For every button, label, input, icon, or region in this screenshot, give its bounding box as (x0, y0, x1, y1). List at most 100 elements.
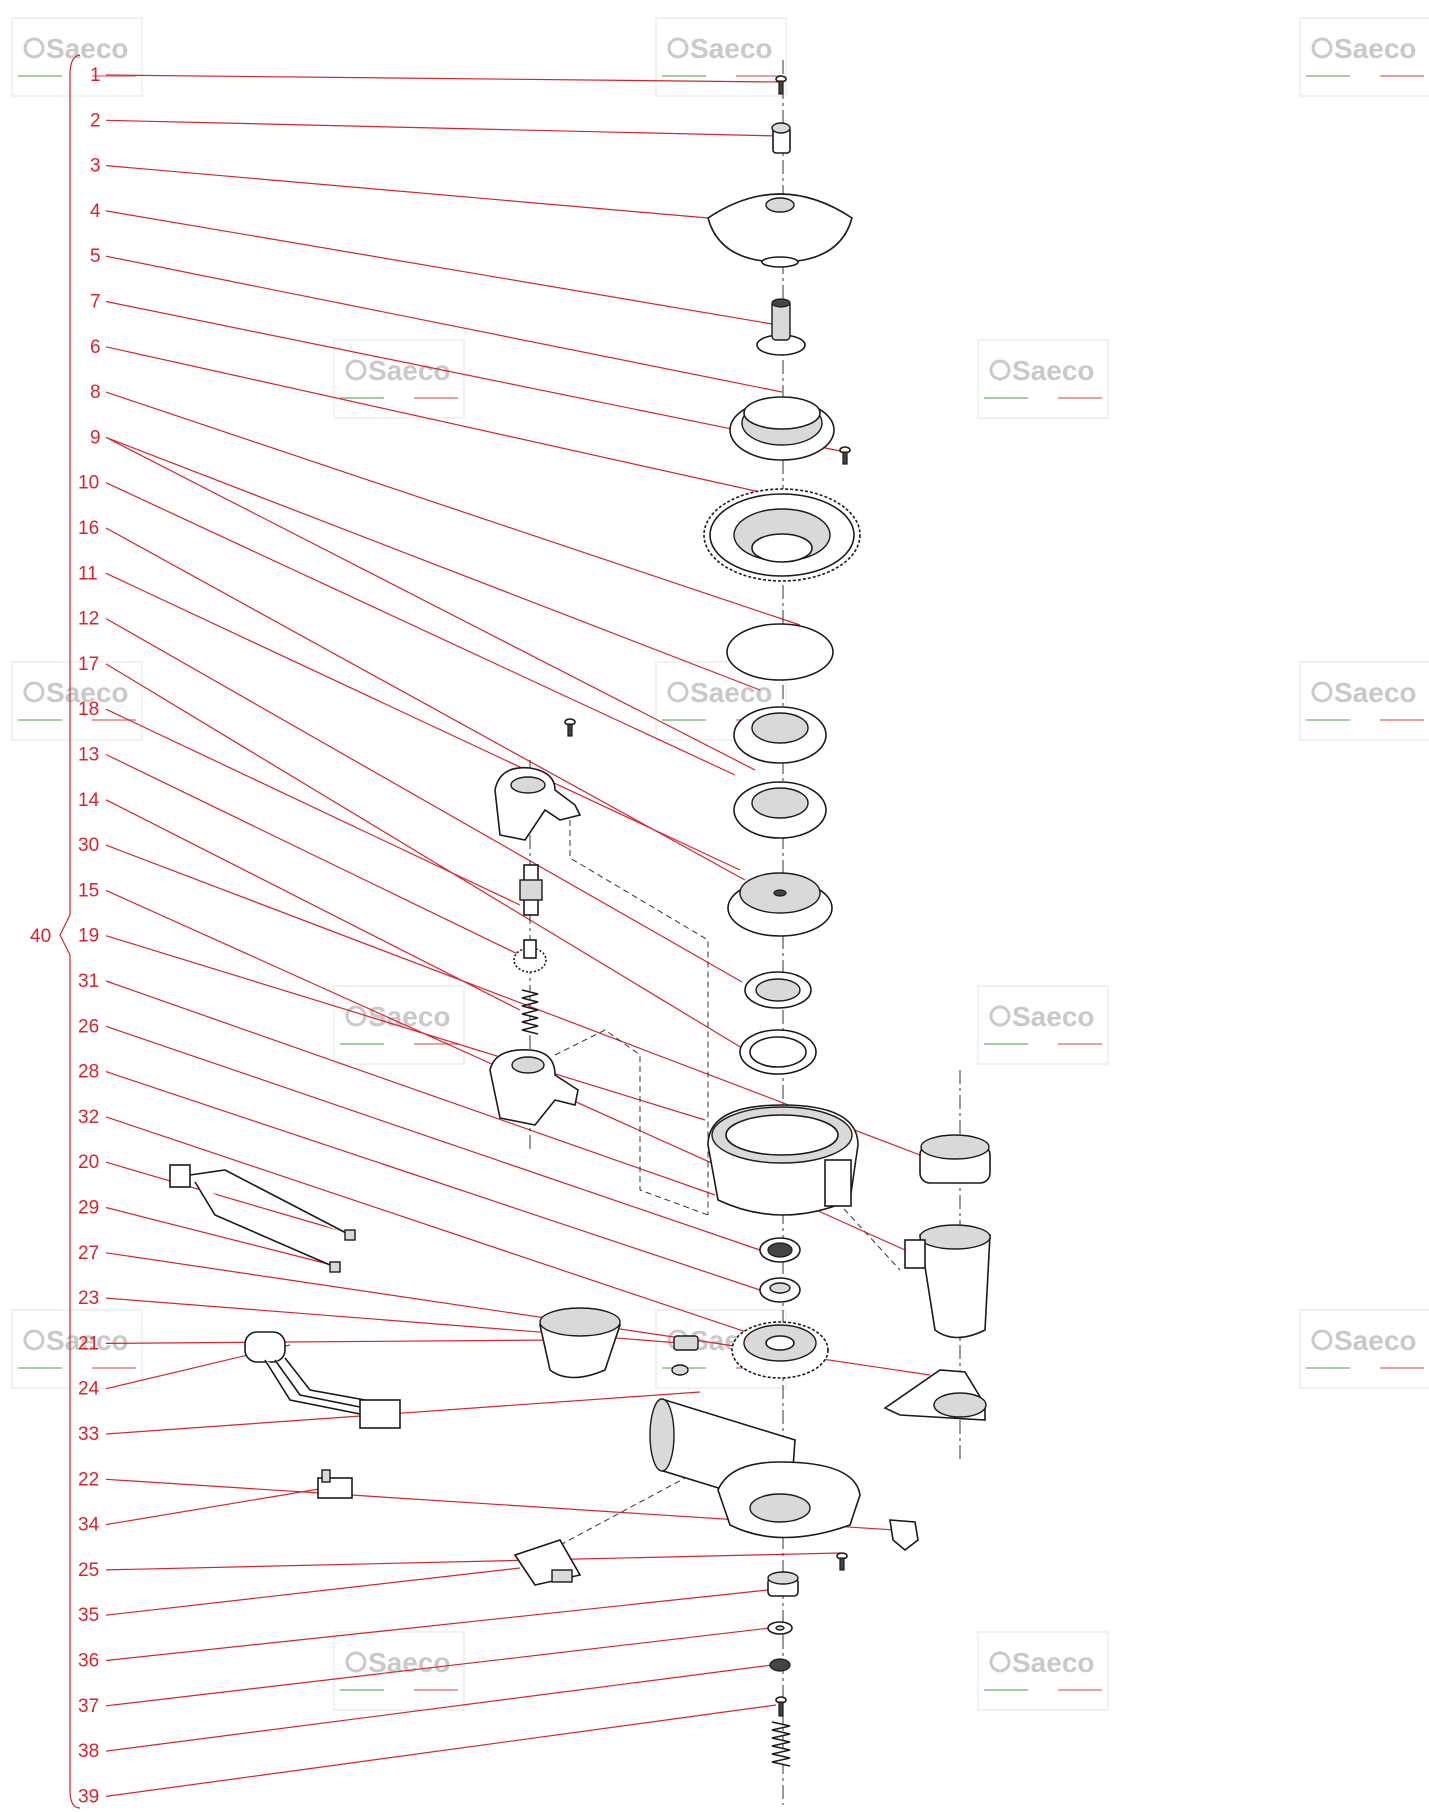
leader-line (105, 572, 741, 871)
saeco-logo-icon (989, 359, 1011, 381)
part-grinder-body (707, 1104, 859, 1216)
leader-line (105, 1391, 701, 1435)
part-number-label: 18 (78, 699, 99, 720)
leader-line (105, 618, 743, 983)
leader-line (105, 1704, 777, 1797)
leader-line (105, 1206, 341, 1268)
part-knob (756, 298, 806, 356)
saeco-logo-icon (23, 681, 45, 703)
saeco-logo-icon (345, 1651, 367, 1673)
part-number-label: 10 (78, 473, 99, 494)
part-screw-bracket (564, 718, 576, 737)
saeco-watermark: Saeco (11, 661, 143, 741)
saeco-logo-icon (667, 681, 689, 703)
saeco-logo-icon (1311, 1329, 1333, 1351)
part-number-label: 5 (90, 246, 101, 267)
part-number-label: 36 (78, 1651, 99, 1672)
leader-line (105, 165, 709, 219)
watermark-text: Saeco (46, 33, 129, 64)
part-number-label: 3 (90, 156, 101, 177)
watermark-text: Saeco (1012, 1647, 1095, 1678)
watermark-text: Saeco (1012, 1001, 1095, 1032)
watermark-text: Saeco (690, 33, 773, 64)
part-o-ring (726, 623, 834, 681)
leader-line (105, 1487, 326, 1526)
leader-line (105, 708, 521, 906)
leader-line (105, 1567, 521, 1616)
leader-line (105, 527, 746, 881)
saeco-watermark: Saeco (333, 339, 465, 419)
saeco-watermark: Saeco (977, 339, 1109, 419)
leader-line (105, 255, 783, 393)
part-number-label: 7 (90, 292, 101, 313)
part-number-label: 17 (78, 654, 99, 675)
leader-line (105, 935, 706, 1121)
part-cable-connector (244, 1331, 401, 1429)
saeco-logo-icon (23, 1329, 45, 1351)
saeco-watermark: Saeco (11, 17, 143, 97)
leader-line (105, 436, 761, 691)
saeco-watermark: Saeco (655, 17, 787, 97)
part-pinion-shaft (519, 864, 543, 916)
leader-line (105, 1116, 771, 1341)
part-sleeve (539, 1307, 622, 1379)
part-number-label: 4 (90, 201, 101, 222)
part-number-label: 35 (78, 1605, 99, 1626)
part-number-label: 19 (78, 926, 99, 947)
leader-line (105, 391, 801, 626)
part-number-label: 23 (78, 1288, 99, 1309)
saeco-logo-icon (989, 1005, 1011, 1027)
watermark-text: Saeco (46, 1325, 129, 1356)
assembly-number-40: 40 (30, 926, 51, 947)
watermark-text: Saeco (368, 1647, 451, 1678)
part-number-label: 9 (90, 427, 101, 448)
leader-line (105, 1664, 773, 1752)
leader-line (105, 300, 846, 453)
part-lower-gear (731, 1321, 829, 1379)
part-screw-small (839, 446, 851, 465)
watermark-text: Saeco (1334, 33, 1417, 64)
part-clip (673, 1335, 699, 1351)
watermark-text: Saeco (368, 355, 451, 386)
leader-lines (105, 74, 931, 1797)
part-burr-ring-b (733, 781, 827, 839)
saeco-watermark: Saeco (333, 985, 465, 1065)
leader-line (105, 799, 521, 1011)
part-washer-e (767, 1621, 793, 1635)
part-motor-base (717, 1461, 861, 1539)
part-number-label: 12 (78, 609, 99, 630)
part-number-label: 27 (78, 1243, 99, 1264)
assembly-bracket: 40 (30, 54, 81, 1809)
part-number-label: 31 (78, 971, 99, 992)
part-chute-cup (904, 1224, 991, 1339)
saeco-watermark: Saeco (1299, 661, 1429, 741)
part-spring (771, 1721, 791, 1767)
saeco-watermark: Saeco (977, 985, 1109, 1065)
part-bracket-lower (489, 1049, 579, 1126)
part-number-label: 28 (78, 1062, 99, 1083)
leader-line (105, 1025, 761, 1251)
saeco-logo-icon (989, 1651, 1011, 1673)
saeco-watermark: Saeco (11, 1309, 143, 1389)
part-screw-base (836, 1552, 848, 1571)
part-spring-shaft (521, 989, 539, 1035)
part-washer-c (759, 1237, 801, 1263)
saeco-logo-icon (1311, 681, 1333, 703)
leader-line (105, 753, 531, 961)
part-bush-lower (767, 1571, 799, 1597)
part-nut (769, 1658, 791, 1672)
leader-line (105, 482, 736, 776)
watermark-text: Saeco (690, 677, 773, 708)
saeco-logo-icon (667, 37, 689, 59)
part-switch (513, 1539, 582, 1586)
part-bushing (771, 122, 791, 154)
part-number-label: 11 (78, 563, 98, 584)
part-number-label: 1 (90, 65, 101, 86)
part-number-label: 8 (90, 382, 101, 403)
saeco-logo-icon (345, 359, 367, 381)
leader-line (105, 210, 779, 326)
leader-line (105, 1627, 771, 1707)
assembly-guide (569, 810, 709, 1215)
watermark-text: Saeco (1334, 1325, 1417, 1356)
